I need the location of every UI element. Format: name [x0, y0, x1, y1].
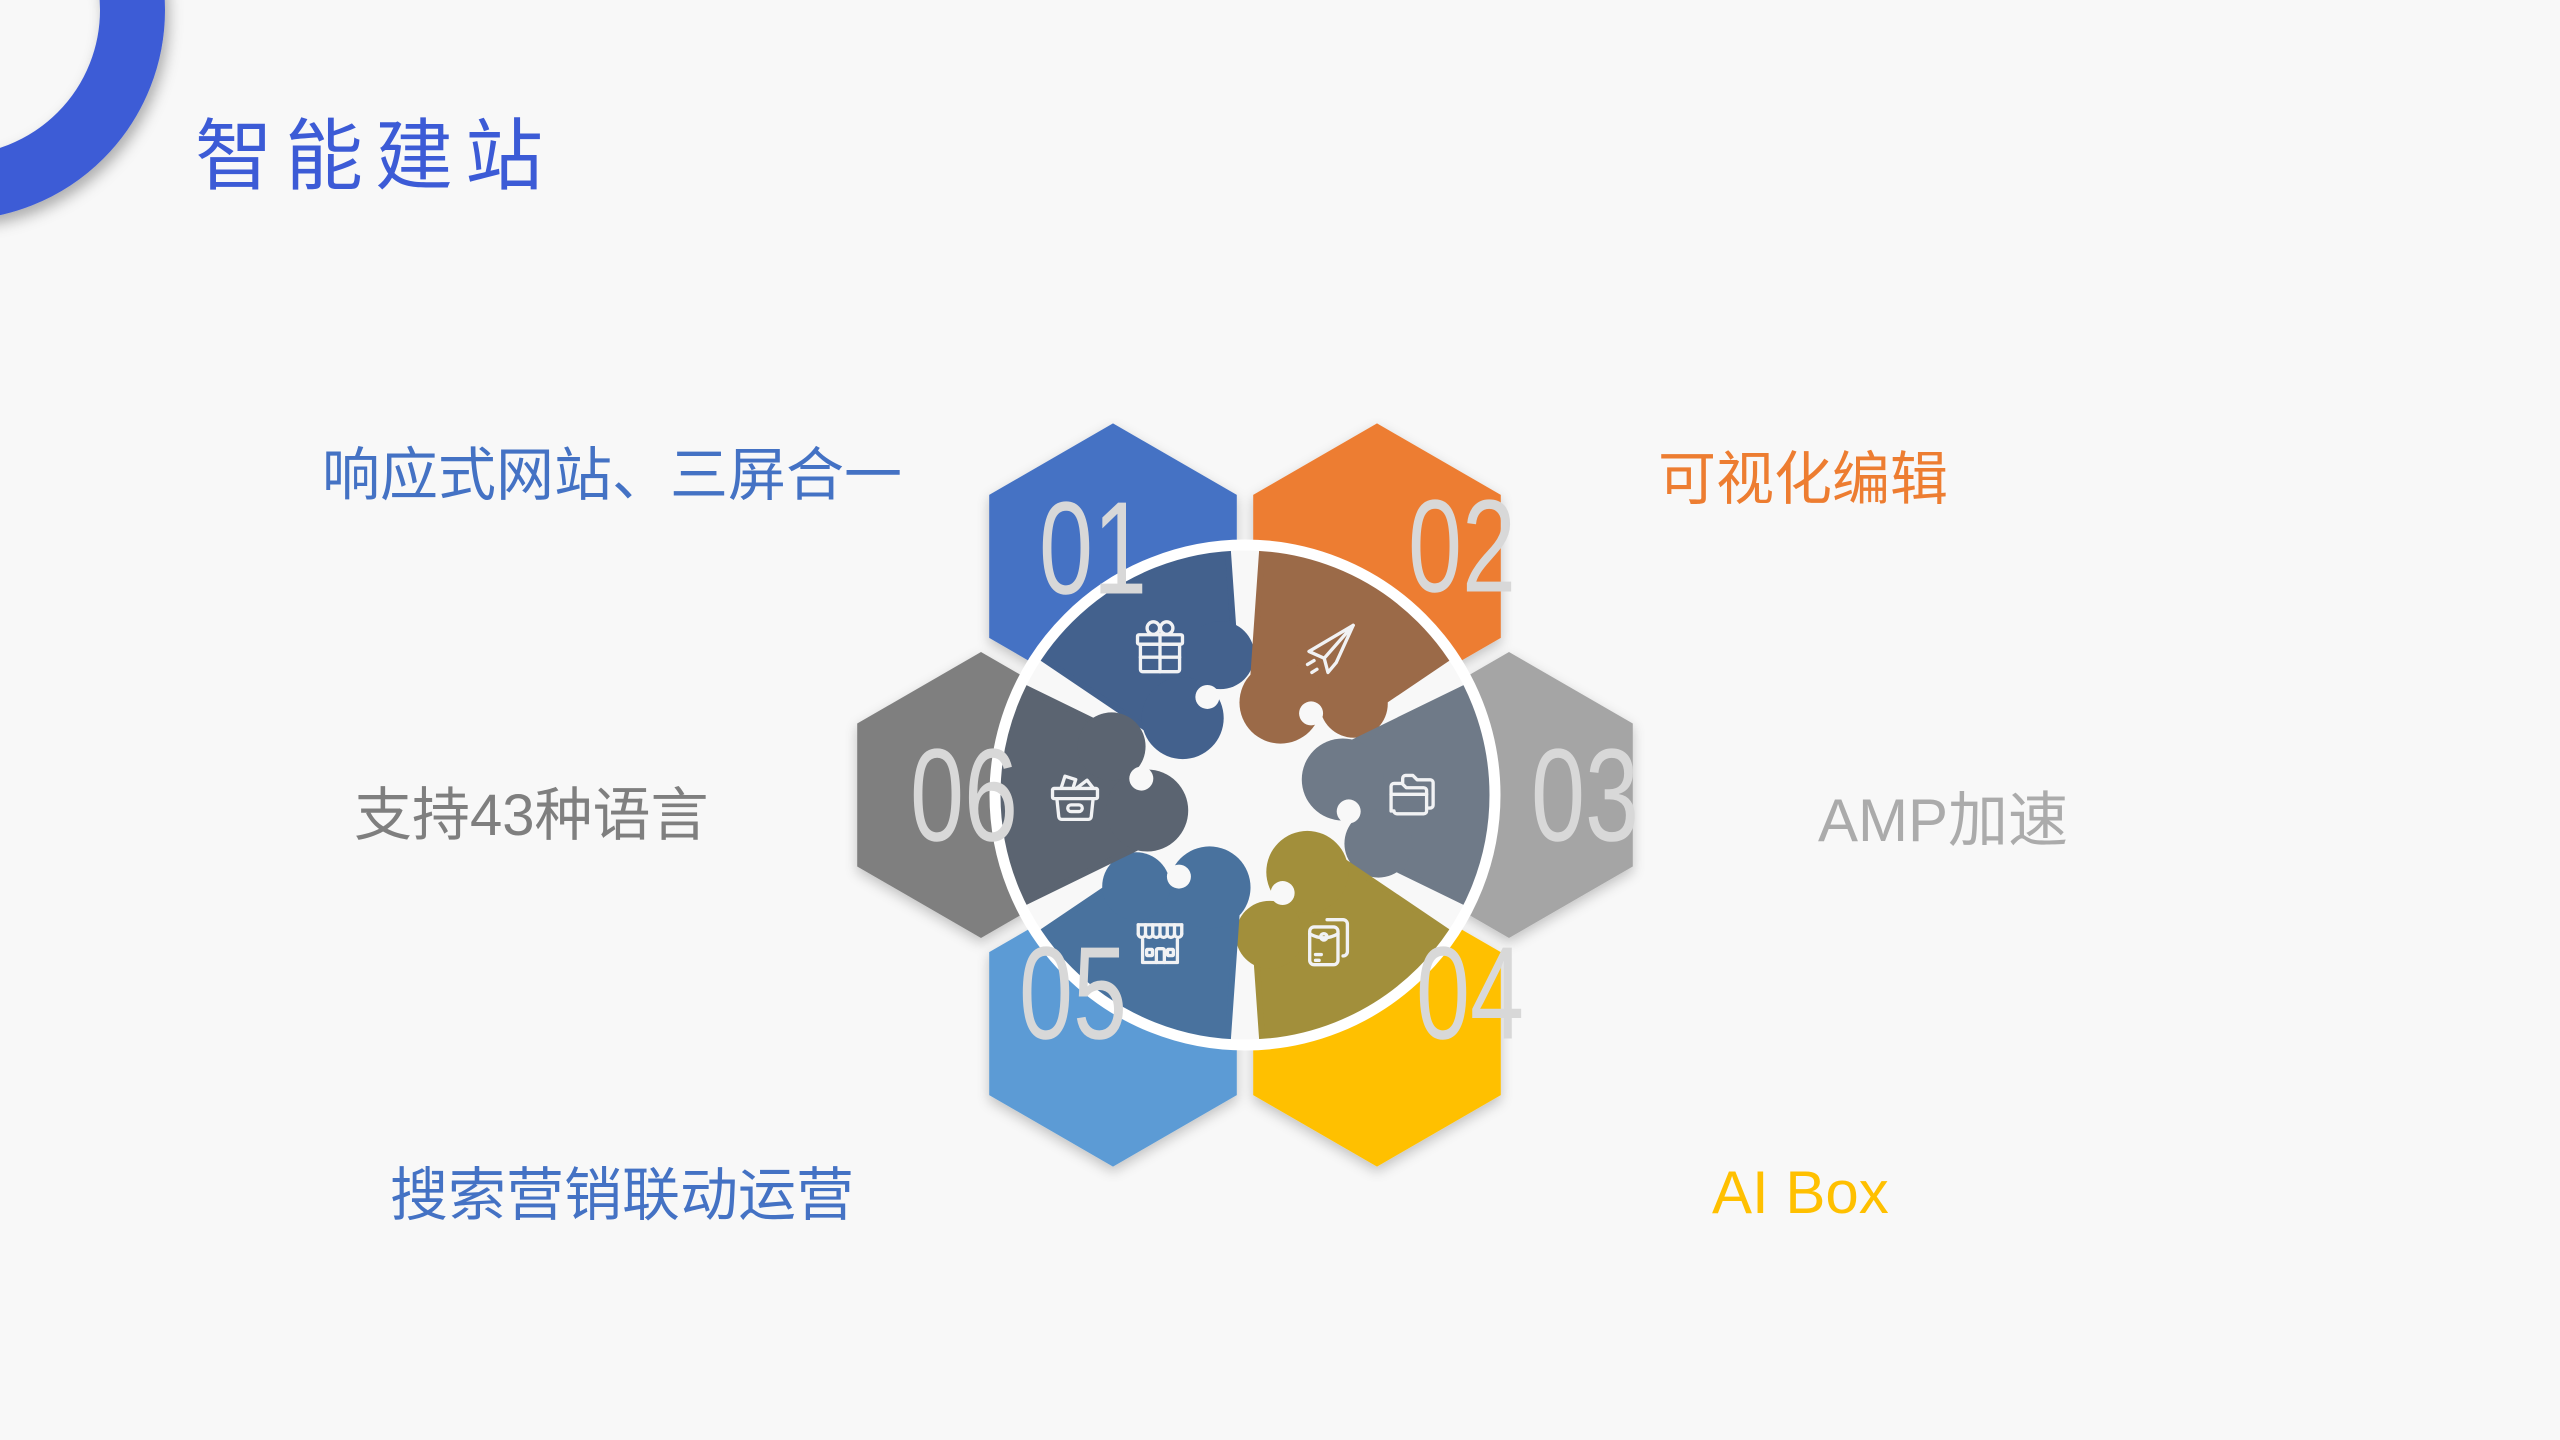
puzzle-notch	[1336, 799, 1361, 824]
segment-number-06: 06	[910, 722, 1018, 869]
page-title: 智能建站	[195, 112, 556, 200]
segment-number-04: 04	[1416, 920, 1524, 1067]
corner-ring-decoration	[0, 0, 165, 216]
envelope-icon	[1308, 918, 1350, 967]
storage-box-icon	[1050, 774, 1100, 822]
label-visual-editing: 可视化编辑	[1658, 447, 1949, 512]
label-43-languages: 支持43种语言	[354, 783, 709, 848]
storefront-icon	[1136, 923, 1184, 965]
label-responsive-website: 响应式网站、三屏合一	[322, 443, 903, 508]
puzzle-notch	[1270, 881, 1295, 906]
folder-icon	[1389, 773, 1435, 816]
segment-number-03: 03	[1531, 722, 1639, 869]
puzzle-notch	[1166, 864, 1191, 889]
gift-icon	[1135, 620, 1185, 674]
puzzle-piece-05	[1038, 846, 1251, 1044]
segment-number-05: 05	[1019, 920, 1127, 1067]
puzzle-notch	[1299, 701, 1324, 726]
puzzle-piece-02	[1239, 546, 1452, 744]
circle-ring	[989, 539, 1501, 1051]
label-ai-box: AI Box	[1712, 1159, 1889, 1226]
segment-number-01: 01	[1039, 475, 1147, 622]
puzzle-piece-06	[996, 684, 1189, 906]
puzzle-notch	[1129, 766, 1154, 791]
label-amp-acceleration: AMP加速	[1818, 787, 2069, 854]
label-search-marketing: 搜索营销联动运营	[390, 1163, 855, 1228]
puzzle-notch	[1195, 684, 1220, 709]
segment-number-02: 02	[1408, 473, 1516, 620]
paper-plane-icon	[1305, 623, 1355, 675]
